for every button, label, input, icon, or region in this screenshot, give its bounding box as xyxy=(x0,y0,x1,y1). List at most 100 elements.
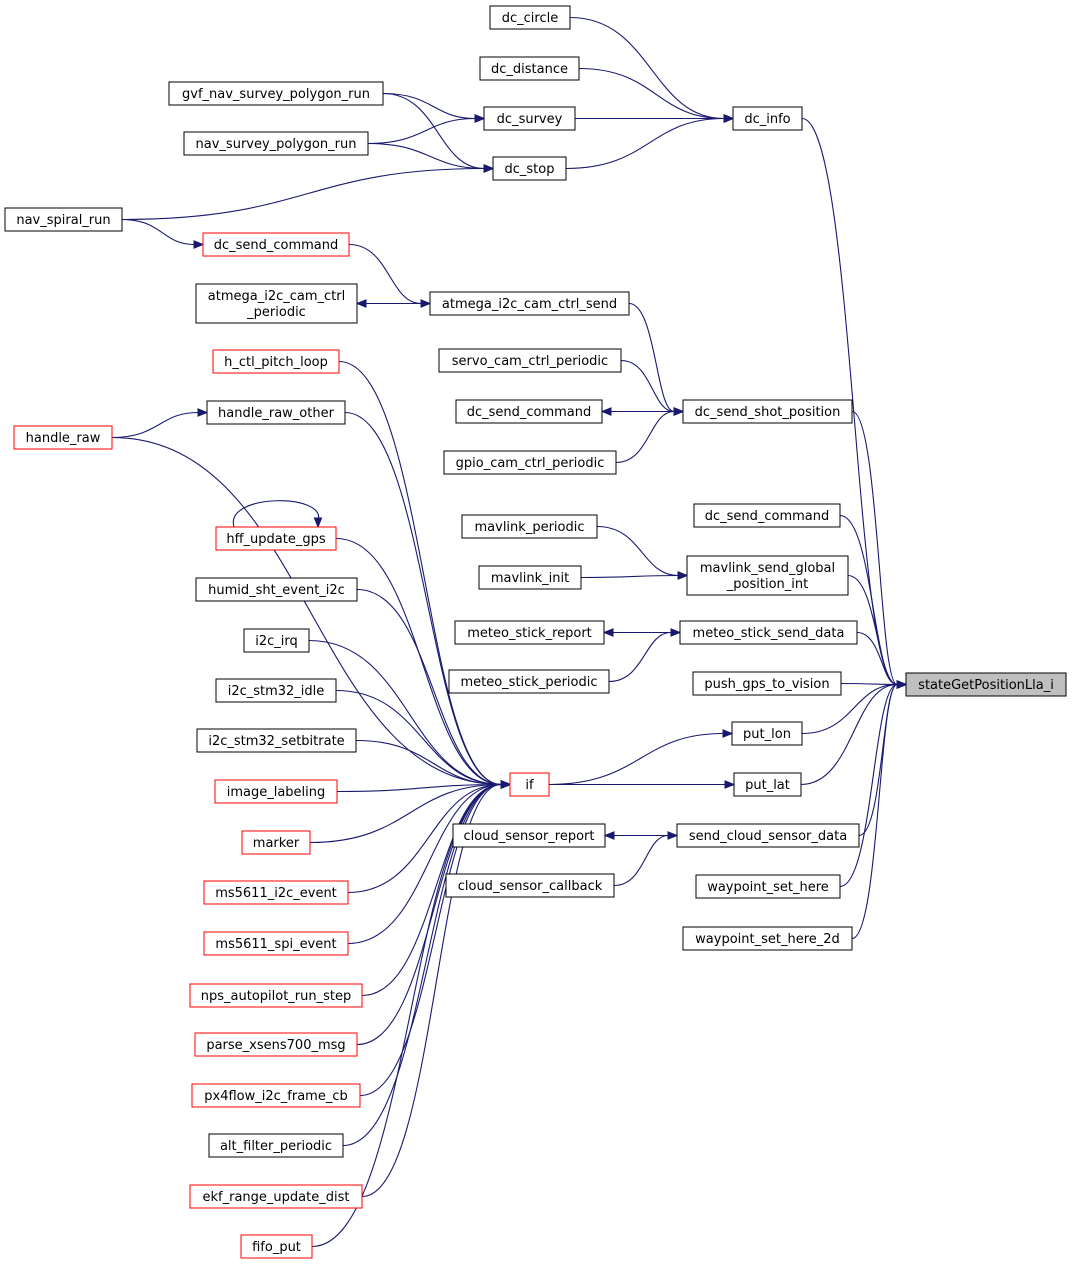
node-box xyxy=(240,1234,313,1259)
node-i2c-irq[interactable]: i2c_irq xyxy=(243,628,310,653)
node-dc-stop[interactable]: dc_stop xyxy=(492,156,567,181)
node-box xyxy=(731,721,803,746)
edge-line xyxy=(851,683,898,940)
edge-servo-cam-ctrl-periodic-to-dc-send-shot-position xyxy=(620,359,685,416)
edge-line xyxy=(111,411,199,439)
node-px4flow-i2c-frame-cb[interactable]: px4flow_i2c_frame_cb xyxy=(191,1083,361,1108)
node-waypoint-set-here-2d[interactable]: waypoint_set_here_2d xyxy=(682,926,853,951)
node-label: alt_filter_periodic xyxy=(220,1139,332,1154)
node-box xyxy=(212,349,340,374)
edge-dc-survey-to-dc-info xyxy=(575,114,735,123)
node-box xyxy=(214,779,338,804)
node-nav-spiral-run[interactable]: nav_spiral_run xyxy=(4,207,123,232)
node-box xyxy=(445,873,615,898)
node-alt-filter-periodic[interactable]: alt_filter_periodic xyxy=(208,1133,344,1158)
node-dc-send-command-mid[interactable]: dc_send_command xyxy=(455,399,603,424)
edge-arrowhead xyxy=(724,780,736,789)
node-box xyxy=(489,5,571,30)
edge-arrowhead xyxy=(673,407,685,416)
node-image-labeling[interactable]: image_labeling xyxy=(214,779,338,804)
edge-nav-spiral-run-to-dc-send-command-red xyxy=(121,218,205,249)
node-box xyxy=(189,1184,363,1209)
node-meteo-stick-report[interactable]: meteo_stick_report xyxy=(454,620,605,645)
edge-arrowhead xyxy=(603,831,615,840)
node-meteo-stick-periodic[interactable]: meteo_stick_periodic xyxy=(448,669,610,694)
node-box xyxy=(686,555,849,596)
node-put-lon[interactable]: put_lon xyxy=(731,721,803,746)
edge-dc-send-command-right-to-stateGetPositionLla-i xyxy=(839,514,908,689)
edge-line xyxy=(348,243,422,305)
node-label: servo_cam_ctrl_periodic xyxy=(452,354,608,369)
node-label: send_cloud_sensor_data xyxy=(689,829,847,844)
node-label: dc_info xyxy=(744,112,790,127)
node-dc-survey[interactable]: dc_survey xyxy=(483,106,576,131)
node-atmega-i2c-cam-ctrl-periodic[interactable]: atmega_i2c_cam_ctrl_periodic xyxy=(195,283,358,324)
node-if[interactable]: if xyxy=(509,772,550,797)
node-box xyxy=(905,672,1067,697)
edge-arrowhead xyxy=(474,114,486,123)
node-box xyxy=(483,106,576,131)
edges-layer xyxy=(111,16,908,1248)
node-gvf-nav-survey-polygon-run[interactable]: gvf_nav_survey_polygon_run xyxy=(168,81,384,106)
node-box xyxy=(448,669,610,694)
edge-line xyxy=(347,783,502,945)
node-label: if xyxy=(525,778,534,793)
node-dc-send-command-right[interactable]: dc_send_command xyxy=(693,503,841,528)
node-ms5611-spi-event[interactable]: ms5611_spi_event xyxy=(203,931,349,956)
node-box xyxy=(443,450,617,475)
node-humid-sht-event-i2c[interactable]: humid_sht_event_i2c xyxy=(195,577,358,602)
node-cloud-sensor-report[interactable]: cloud_sensor_report xyxy=(452,823,606,848)
node-atmega-i2c-cam-ctrl-send[interactable]: atmega_i2c_cam_ctrl_send xyxy=(429,291,630,316)
node-put-lat[interactable]: put_lat xyxy=(733,772,802,797)
node-dc-send-shot-position[interactable]: dc_send_shot_position xyxy=(682,399,853,424)
node-hff-update-gps[interactable]: hff_update_gps xyxy=(215,526,337,551)
node-mavlink-init[interactable]: mavlink_init xyxy=(478,565,582,590)
edge-line xyxy=(851,410,898,686)
node-label: meteo_stick_send_data xyxy=(693,626,845,641)
node-mavlink-periodic[interactable]: mavlink_periodic xyxy=(461,514,598,539)
node-nav-survey-polygon-run[interactable]: nav_survey_polygon_run xyxy=(183,131,369,156)
node-i2c-stm32-idle[interactable]: i2c_stm32_idle xyxy=(215,678,337,703)
node-dc-distance[interactable]: dc_distance xyxy=(479,56,580,81)
node-label: ms5611_i2c_event xyxy=(215,886,337,901)
node-label: dc_send_command xyxy=(467,405,592,420)
node-dc-circle[interactable]: dc_circle xyxy=(489,5,571,30)
edge-line xyxy=(608,631,672,683)
edge-nav-survey-polygon-run-to-dc-survey xyxy=(367,114,486,145)
edge-gvf-nav-survey-polygon-run-to-dc-survey xyxy=(382,92,486,123)
node-send-cloud-sensor-data[interactable]: send_cloud_sensor_data xyxy=(676,823,860,848)
node-label: px4flow_i2c_frame_cb xyxy=(204,1089,347,1104)
node-fifo-put[interactable]: fifo_put xyxy=(240,1234,313,1259)
node-ekf-range-update-dist[interactable]: ekf_range_update_dist xyxy=(189,1184,363,1209)
node-parse-xsens700-msg[interactable]: parse_xsens700_msg xyxy=(194,1032,358,1057)
edge-line xyxy=(335,689,502,786)
node-handle-raw-other[interactable]: handle_raw_other xyxy=(206,400,346,425)
node-cloud-sensor-callback[interactable]: cloud_sensor_callback xyxy=(445,873,615,898)
node-dc-send-command-red[interactable]: dc_send_command xyxy=(202,232,350,257)
node-handle-raw[interactable]: handle_raw xyxy=(13,425,113,450)
node-dc-info[interactable]: dc_info xyxy=(732,106,803,131)
node-gpio-cam-ctrl-periodic[interactable]: gpio_cam_ctrl_periodic xyxy=(443,450,617,475)
node-marker[interactable]: marker xyxy=(241,830,311,855)
node-mavlink-send-global-position-int[interactable]: mavlink_send_global_position_int xyxy=(686,555,849,596)
node-label: image_labeling xyxy=(227,785,326,800)
node-box xyxy=(215,678,337,703)
node-i2c-stm32-setbitrate[interactable]: i2c_stm32_setbitrate xyxy=(196,728,357,753)
node-box xyxy=(676,823,860,848)
edge-line xyxy=(335,537,502,786)
node-waypoint-set-here[interactable]: waypoint_set_here xyxy=(695,874,841,899)
node-box xyxy=(196,728,357,753)
node-nps-autopilot-run-step[interactable]: nps_autopilot_run_step xyxy=(189,983,363,1008)
node-h-ctl-pitch-loop[interactable]: h_ctl_pitch_loop xyxy=(212,349,340,374)
node-box xyxy=(189,983,363,1008)
node-push-gps-to-vision[interactable]: push_gps_to_vision xyxy=(692,671,842,696)
node-ms5611-i2c-event[interactable]: ms5611_i2c_event xyxy=(203,880,349,905)
node-meteo-stick-send-data[interactable]: meteo_stick_send_data xyxy=(679,620,858,645)
node-label: atmega_i2c_cam_ctrl_send xyxy=(442,297,617,312)
node-label: dc_send_shot_position xyxy=(695,405,841,420)
node-servo-cam-ctrl-periodic[interactable]: servo_cam_ctrl_periodic xyxy=(438,348,622,373)
edge-atmega-i2c-cam-ctrl-send-to-dc-send-shot-position xyxy=(628,302,685,416)
node-stateGetPositionLla-i[interactable]: stateGetPositionLla_i xyxy=(905,672,1067,697)
node-box xyxy=(693,503,841,528)
